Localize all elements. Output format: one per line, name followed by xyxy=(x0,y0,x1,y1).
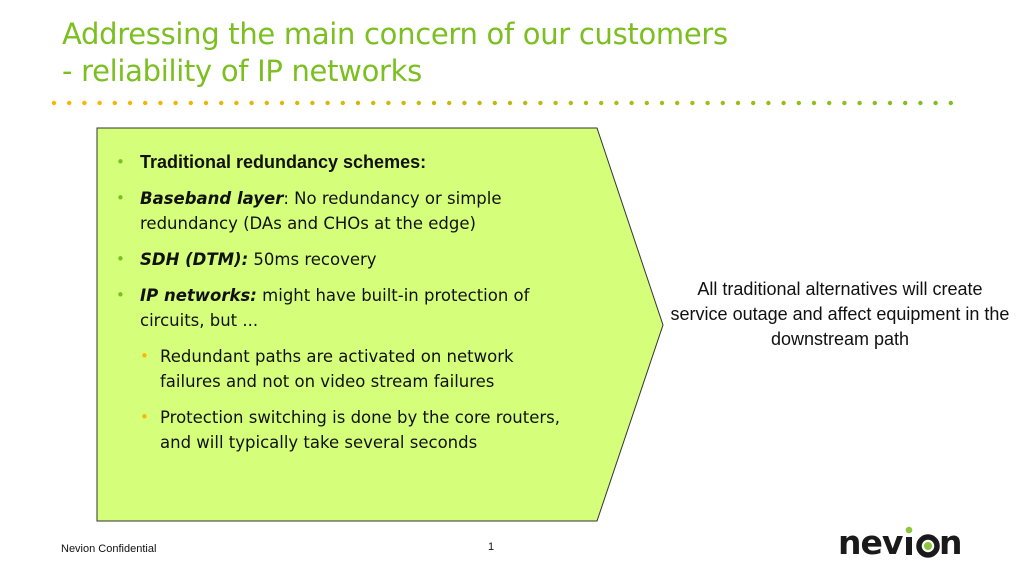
bullet-label: IP networks: xyxy=(140,286,257,305)
divider-dot xyxy=(112,100,117,106)
divider-dot xyxy=(933,100,938,106)
divider-dot xyxy=(143,100,148,106)
divider-dot xyxy=(659,100,665,106)
divider-dot xyxy=(507,100,513,106)
divider-dot xyxy=(887,100,893,106)
sub-bullet-text: Redundant paths are activated on network… xyxy=(160,347,514,391)
bullet-label: SDH (DTM): xyxy=(140,250,249,269)
divider-dot xyxy=(462,100,467,106)
divider-dot xyxy=(234,100,239,106)
divider-dot xyxy=(355,100,361,106)
slide-title: Addressing the main concern of our custo… xyxy=(62,16,962,90)
divider-dot xyxy=(310,100,315,106)
nevion-logo: nev n xyxy=(838,523,968,562)
divider-dot xyxy=(173,100,178,106)
sub-bullet-item: • Protection switching is done by the co… xyxy=(112,405,562,455)
divider-dot xyxy=(219,100,224,106)
bullet-list: • Traditional redundancy schemes: • Base… xyxy=(112,150,562,466)
divider-dot xyxy=(644,100,649,106)
sub-bullet-dot-icon: • xyxy=(140,408,149,426)
divider-dot xyxy=(599,100,604,106)
divider-dot xyxy=(82,100,87,106)
divider-dot xyxy=(477,100,482,106)
divider-dot xyxy=(796,100,801,106)
divider-dot xyxy=(401,100,406,106)
divider-dot xyxy=(158,100,163,106)
bullet-heading: Traditional redundancy schemes: xyxy=(140,152,427,172)
bullet-item: • IP networks: might have built-in prote… xyxy=(112,283,562,333)
divider-dot xyxy=(872,100,877,106)
divider-dot xyxy=(857,100,862,106)
divider-dot xyxy=(249,100,254,106)
divider-dot xyxy=(127,100,133,106)
sub-bullet-item: • Redundant paths are activated on netwo… xyxy=(112,344,562,394)
bullet-text: might have built-in protection of circui… xyxy=(140,286,530,330)
divider-dot xyxy=(325,100,330,106)
divider-dot xyxy=(918,100,923,106)
divider-dot xyxy=(766,100,771,106)
divider-dot xyxy=(340,100,345,106)
divider-dot xyxy=(568,100,573,106)
divider-dot xyxy=(523,100,528,106)
divider-dot xyxy=(492,100,497,106)
bullet-dot-icon: • xyxy=(116,189,125,207)
divider-dot xyxy=(705,100,710,106)
nevion-logo-mark: nev n xyxy=(838,523,963,562)
bullet-text: 50ms recovery xyxy=(248,250,377,269)
divider-dot xyxy=(614,100,619,106)
divider-dot xyxy=(51,100,57,106)
divider-dot xyxy=(781,100,786,106)
divider-dot xyxy=(264,100,269,106)
divider-dot xyxy=(371,100,376,106)
divider-dot xyxy=(751,100,756,106)
divider-dot xyxy=(583,100,589,106)
sub-bullet-text: Protection switching is done by the core… xyxy=(160,408,561,452)
divider-dot xyxy=(629,100,634,106)
title-line-1: Addressing the main concern of our custo… xyxy=(62,17,728,51)
bullet-item: • Baseband layer: No redundancy or simpl… xyxy=(112,186,562,236)
divider-dot xyxy=(67,100,72,106)
divider-dot xyxy=(188,100,193,106)
divider-dot xyxy=(416,100,421,106)
divider-dot xyxy=(842,100,847,106)
divider-dot xyxy=(553,100,558,106)
divider-dot xyxy=(675,100,680,106)
page-number: 1 xyxy=(488,541,495,553)
divider-dot xyxy=(811,100,817,106)
divider-dot xyxy=(827,100,832,106)
divider-dot xyxy=(735,100,741,106)
sub-bullet-dot-icon: • xyxy=(140,347,149,365)
bullet-dot-icon: • xyxy=(116,153,125,171)
divider-dot xyxy=(903,100,908,106)
svg-text:nev: nev xyxy=(838,526,904,560)
bullet-dot-icon: • xyxy=(116,250,125,268)
bullet-dot-icon: • xyxy=(116,286,125,304)
title-line-2: - reliability of IP networks xyxy=(62,54,422,88)
divider-dot xyxy=(538,100,543,106)
divider-dot xyxy=(431,100,437,106)
divider-dot xyxy=(690,100,695,106)
svg-text:n: n xyxy=(939,526,963,560)
divider-dot xyxy=(295,100,300,106)
footer-confidential: Nevion Confidential xyxy=(61,543,157,555)
divider-dot xyxy=(720,100,725,106)
dotted-divider xyxy=(51,100,953,106)
divider-dot xyxy=(447,100,452,106)
divider-dot xyxy=(203,100,209,106)
bullet-item: • Traditional redundancy schemes: xyxy=(112,150,562,175)
divider-dot xyxy=(279,100,285,106)
side-note: All traditional alternatives will create… xyxy=(670,279,1010,349)
divider-dot xyxy=(97,100,102,106)
divider-dot xyxy=(948,100,953,106)
bullet-text: : No redundancy or simple redundancy (DA… xyxy=(140,189,502,233)
bullet-item: • SDH (DTM): 50ms recovery xyxy=(112,247,562,272)
divider-dot xyxy=(386,100,391,106)
bullet-label: Baseband layer xyxy=(140,189,284,208)
